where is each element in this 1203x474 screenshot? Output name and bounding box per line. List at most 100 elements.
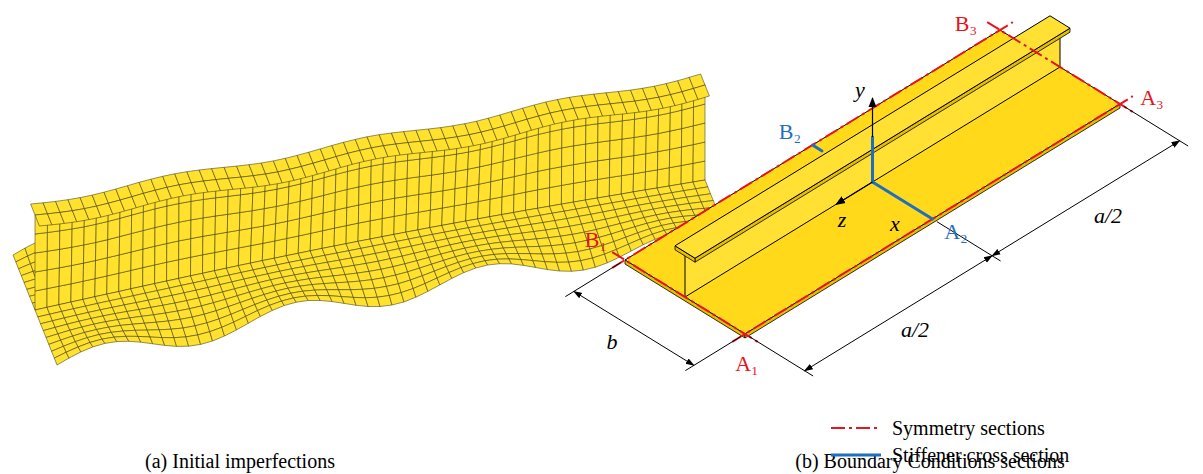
mesh-cell	[682, 126, 694, 147]
dimension-label: a/2	[901, 319, 929, 341]
mesh-cell	[263, 224, 276, 244]
mesh-cell	[35, 270, 47, 291]
mesh-cell	[215, 196, 228, 216]
mesh-cell	[646, 134, 658, 154]
mesh-cell	[323, 210, 335, 231]
mesh-cell	[670, 129, 682, 150]
mesh-cell	[490, 179, 502, 199]
mesh-cell	[574, 125, 586, 146]
mesh-cell	[468, 150, 481, 170]
mesh-cell	[490, 197, 503, 217]
mesh-cell	[407, 177, 420, 197]
mesh-cell	[622, 137, 634, 157]
mesh-cell	[492, 144, 504, 165]
mesh-cell	[550, 148, 562, 169]
mesh-cell	[131, 231, 143, 253]
mesh-cell	[562, 127, 574, 148]
mesh-cell	[382, 216, 394, 236]
mesh-cell	[454, 204, 467, 223]
mesh-cell	[358, 203, 370, 224]
mesh-cell	[418, 210, 431, 230]
mesh-cell	[406, 212, 419, 232]
mesh-cell	[479, 164, 492, 184]
mesh-cell	[586, 124, 598, 144]
mesh-cell	[107, 273, 119, 294]
mesh-cell	[35, 233, 47, 254]
mesh-cell	[550, 185, 562, 206]
mesh-cell	[228, 195, 241, 215]
mesh-cell	[246, 311, 261, 324]
dimension-label: a/2	[1094, 205, 1122, 227]
mesh-cell	[598, 159, 610, 179]
mesh-cell	[502, 195, 514, 215]
mesh-cell	[60, 229, 73, 249]
mesh-cell	[84, 242, 96, 263]
mesh-cell	[527, 134, 539, 155]
mesh-cell	[276, 204, 289, 224]
mesh-cell	[179, 257, 191, 278]
mesh-cell	[83, 261, 95, 282]
mesh-cell	[467, 167, 480, 187]
mesh-cell	[288, 184, 301, 204]
mesh-cell	[71, 263, 83, 284]
legend-text: Symmetry sections	[892, 418, 1045, 438]
mesh-cell	[167, 241, 179, 262]
mesh-cell	[573, 181, 585, 202]
mesh-cell	[311, 195, 323, 216]
mesh-cell	[71, 281, 83, 302]
mesh-cell	[270, 301, 285, 310]
mesh-cell	[227, 230, 240, 250]
mesh-cell	[226, 248, 239, 268]
mesh-cell	[239, 228, 252, 248]
mesh-cell	[681, 145, 693, 166]
mesh-cell	[35, 289, 47, 310]
legend-sample	[830, 450, 882, 460]
mesh-cell	[298, 233, 311, 253]
mesh-cell	[634, 117, 646, 137]
mesh-cell	[131, 249, 143, 270]
mesh-cell	[431, 173, 444, 192]
legend-text: Stiffener cross section	[892, 445, 1069, 465]
point-label: A₃	[1140, 87, 1164, 109]
mesh-cell	[430, 208, 443, 228]
mesh-cell	[395, 161, 408, 181]
axis-label: x	[890, 213, 900, 235]
mesh-cell	[215, 214, 228, 234]
mesh-cell	[310, 231, 323, 251]
mesh-cell	[143, 246, 155, 267]
mesh-cell	[370, 200, 382, 221]
mesh-cell	[288, 201, 301, 221]
mesh-cell	[432, 156, 445, 175]
mesh-cell	[645, 170, 657, 190]
legend-entry: Symmetry sections	[830, 416, 1045, 440]
mesh-cell	[347, 169, 359, 190]
mesh-cell	[658, 113, 670, 134]
mesh-cell	[502, 177, 514, 197]
mesh-cell	[609, 176, 621, 196]
mesh-cell	[47, 231, 60, 251]
mesh-cell	[478, 182, 491, 202]
mesh-cell	[585, 179, 597, 200]
dimension-lines	[565, 107, 1188, 376]
mesh-cell	[143, 209, 155, 231]
mesh-cell	[252, 191, 265, 210]
mesh-cell	[437, 273, 452, 285]
mesh-grid	[13, 74, 727, 365]
stiffener-flange	[675, 16, 1070, 258]
mesh-cell	[143, 228, 155, 250]
mesh-cell	[287, 219, 300, 239]
mesh-cell	[622, 119, 634, 139]
mesh-cell	[359, 184, 371, 205]
mesh-cell	[167, 260, 179, 281]
mesh-cell	[119, 270, 131, 291]
mesh-cell	[167, 204, 179, 225]
mesh-cell	[179, 239, 191, 260]
mesh-cell	[526, 171, 538, 192]
mesh-cell	[634, 154, 646, 174]
mesh-cell	[514, 174, 526, 195]
mesh-cell	[383, 180, 395, 200]
mesh-cell	[324, 174, 336, 195]
legend-sample	[830, 423, 882, 433]
mesh-cell	[107, 255, 119, 276]
